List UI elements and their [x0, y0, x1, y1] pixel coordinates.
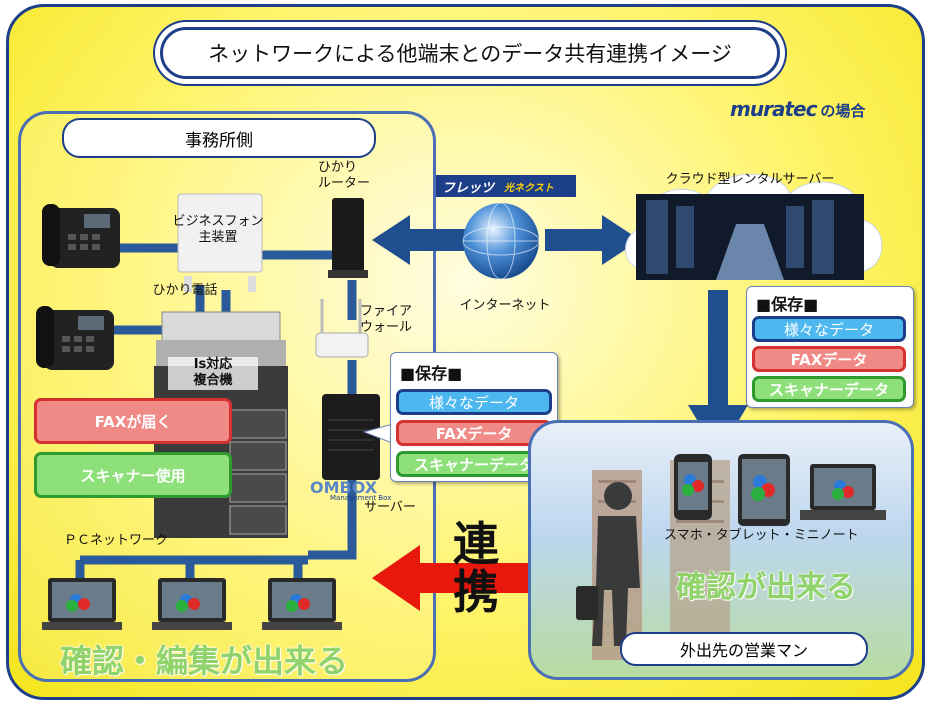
server-pc-line: [308, 480, 357, 560]
cloud-label: クラウド型レンタルサーバー: [665, 172, 835, 187]
omb-logo: OMBOX: [310, 478, 377, 497]
office-storage-fax: FAXデータ: [396, 420, 552, 446]
muratec-logo: muratec: [730, 97, 817, 121]
laptop-icon-2: [152, 578, 232, 630]
internet-label: インターネット: [459, 298, 551, 313]
devices-label: スマホ・タブレット・ミニノート: [664, 528, 859, 543]
confirm-caption: 確認が出来る: [676, 570, 856, 605]
cloud-storage-title: ■保存■: [756, 295, 819, 314]
renkei-text: 連 携: [453, 517, 499, 620]
phone-icon-2: [36, 306, 114, 370]
server-label: サーバー: [364, 500, 416, 515]
hikari-phone-label: ひかり電話: [152, 283, 218, 298]
office-storage-title: ■保存■: [400, 364, 463, 383]
mfp-label: Is対応 複合機: [168, 357, 258, 390]
globe-icon: [462, 202, 540, 280]
firewall-icon: [315, 299, 369, 358]
omb-logo-text: OMBOX: [310, 478, 378, 497]
left-arrow: [372, 215, 468, 265]
datacenter-image: [636, 194, 864, 280]
router-icon: [328, 198, 368, 278]
cloud-storage-fax: FAXデータ: [752, 346, 906, 372]
flets-logo-sub: 光ネクスト: [504, 182, 554, 194]
pbx-icon: [177, 193, 263, 292]
firewall-label: ファイア ウォール: [360, 304, 413, 336]
scanner-pill: スキャナー使用: [34, 452, 232, 498]
laptop-icon-1: [42, 578, 122, 630]
office-label: 事務所側: [62, 118, 376, 158]
server-icon: [322, 394, 380, 480]
page-title: ネットワークによる他端末とのデータ共有連携イメージ: [160, 27, 780, 79]
flets-logo: フレッツ 光ネクスト: [436, 175, 576, 197]
cloud-storage-scanner: スキャナーデータ: [752, 376, 906, 402]
flets-logo-text: フレッツ: [442, 180, 495, 196]
mini-notebook-icon: [800, 464, 886, 520]
right-arrow: [545, 215, 640, 265]
laptop-icon-3: [262, 578, 342, 630]
brand-logo: muratec の場合: [730, 97, 865, 121]
businessman-silhouette: [576, 482, 640, 646]
pbx-label: ビジネスフォン 主装置: [172, 214, 264, 246]
office-storage-various: 様々なデータ: [396, 389, 552, 415]
router-label: ひかり ルーター: [318, 160, 371, 192]
edit-caption: 確認・編集が出来る: [60, 642, 349, 680]
smartphone-icon: [674, 454, 712, 520]
omb-sub: Management Box: [330, 494, 392, 502]
renkei-arrow: [372, 545, 596, 611]
fax-pill: FAXが届く: [34, 398, 232, 444]
outside-label: 外出先の営業マン: [620, 632, 868, 666]
tablet-icon: [738, 454, 790, 526]
cloud-storage-various: 様々なデータ: [752, 316, 906, 342]
pc-network-label: ＰＣネットワーク: [64, 533, 169, 548]
phone-icon-1: [42, 204, 120, 268]
down-arrow: [688, 290, 748, 455]
brand-suffix: の場合: [820, 102, 866, 120]
office-storage-scanner: スキャナーデータ: [396, 451, 552, 477]
internet-arrows: [372, 215, 748, 455]
